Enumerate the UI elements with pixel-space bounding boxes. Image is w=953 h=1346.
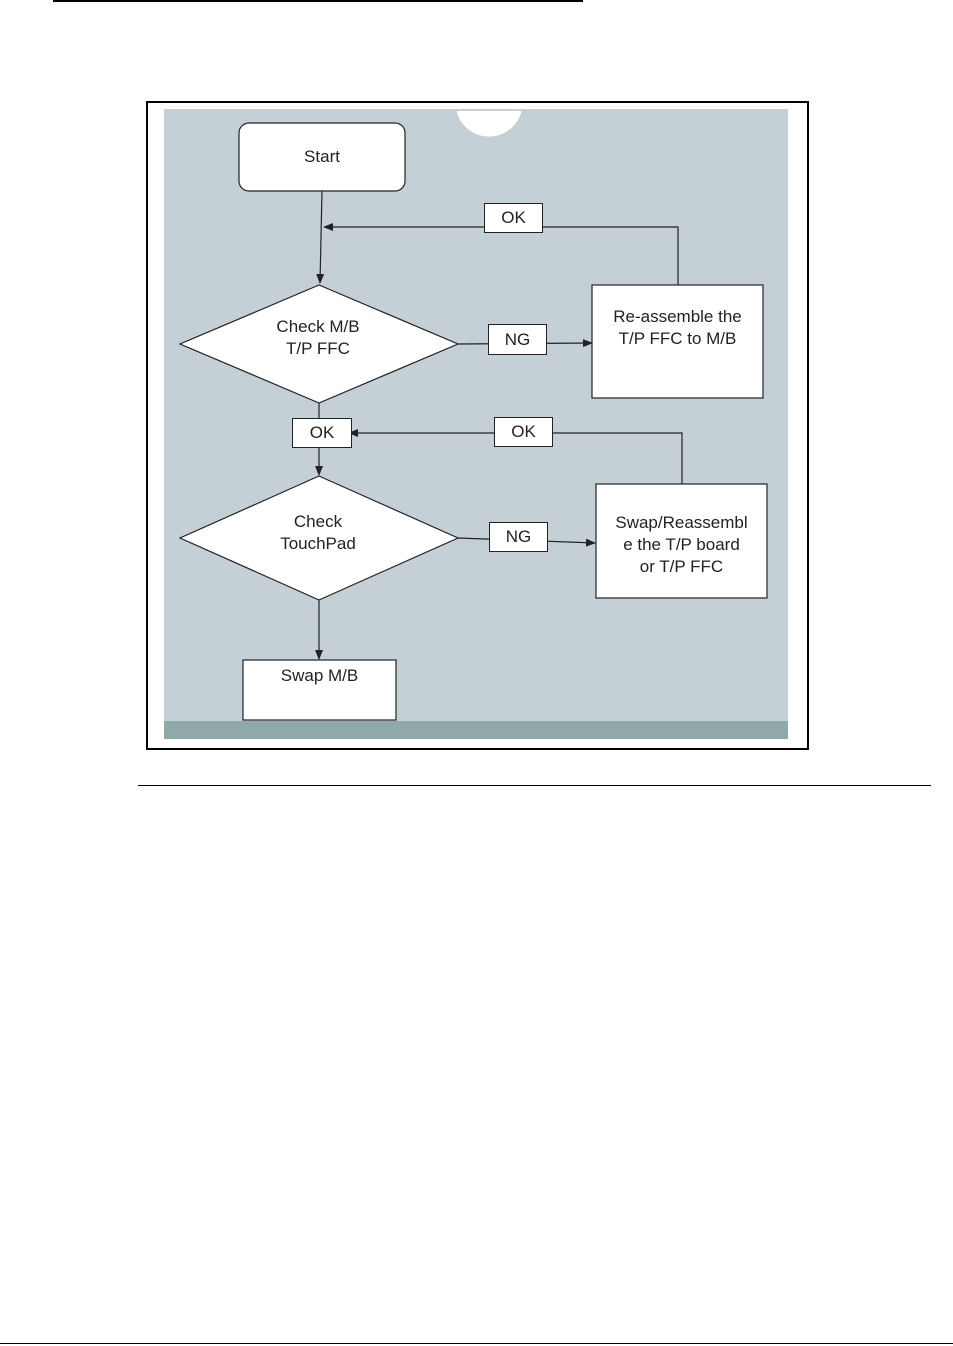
- check-touchpad-ng-label: NG: [489, 522, 548, 552]
- swap-reassemble-node: [595, 483, 768, 599]
- reassemble-label: Re-assemble the T/P FFC to M/B: [613, 307, 742, 348]
- reassemble-node: [591, 284, 764, 399]
- check-mb-label: Check M/B T/P FFC: [276, 317, 360, 358]
- edge-swap-ok: [348, 429, 683, 484]
- swap-reassemble-label: Swap/Reassembl e the T/P board or T/P FF…: [615, 513, 748, 576]
- check-mb-ng-label: NG: [488, 324, 547, 355]
- check-mb-ok-label: OK: [292, 418, 352, 448]
- bottom-band: [164, 721, 788, 739]
- diagram-background: [164, 109, 788, 739]
- flowchart-frame: Start Check M/B T/P FFC Re-assemble the …: [146, 101, 809, 750]
- swap-mb-label: Swap M/B: [280, 666, 359, 685]
- start-label: Start: [304, 147, 340, 166]
- top-rule: [53, 0, 583, 2]
- flowchart-canvas: [164, 109, 788, 739]
- check-touchpad-label: Check TouchPad: [280, 512, 356, 553]
- circle-artifact: [456, 110, 522, 137]
- page-bottom-rule: [0, 1343, 953, 1344]
- swap-ok-label: OK: [494, 417, 553, 447]
- edge-reassemble-ok: [323, 223, 679, 285]
- section-divider: [138, 785, 931, 786]
- edge-start-to-check-mb: [316, 190, 325, 284]
- swap-mb-node: [242, 659, 397, 721]
- reassemble-ok-label: OK: [484, 203, 543, 233]
